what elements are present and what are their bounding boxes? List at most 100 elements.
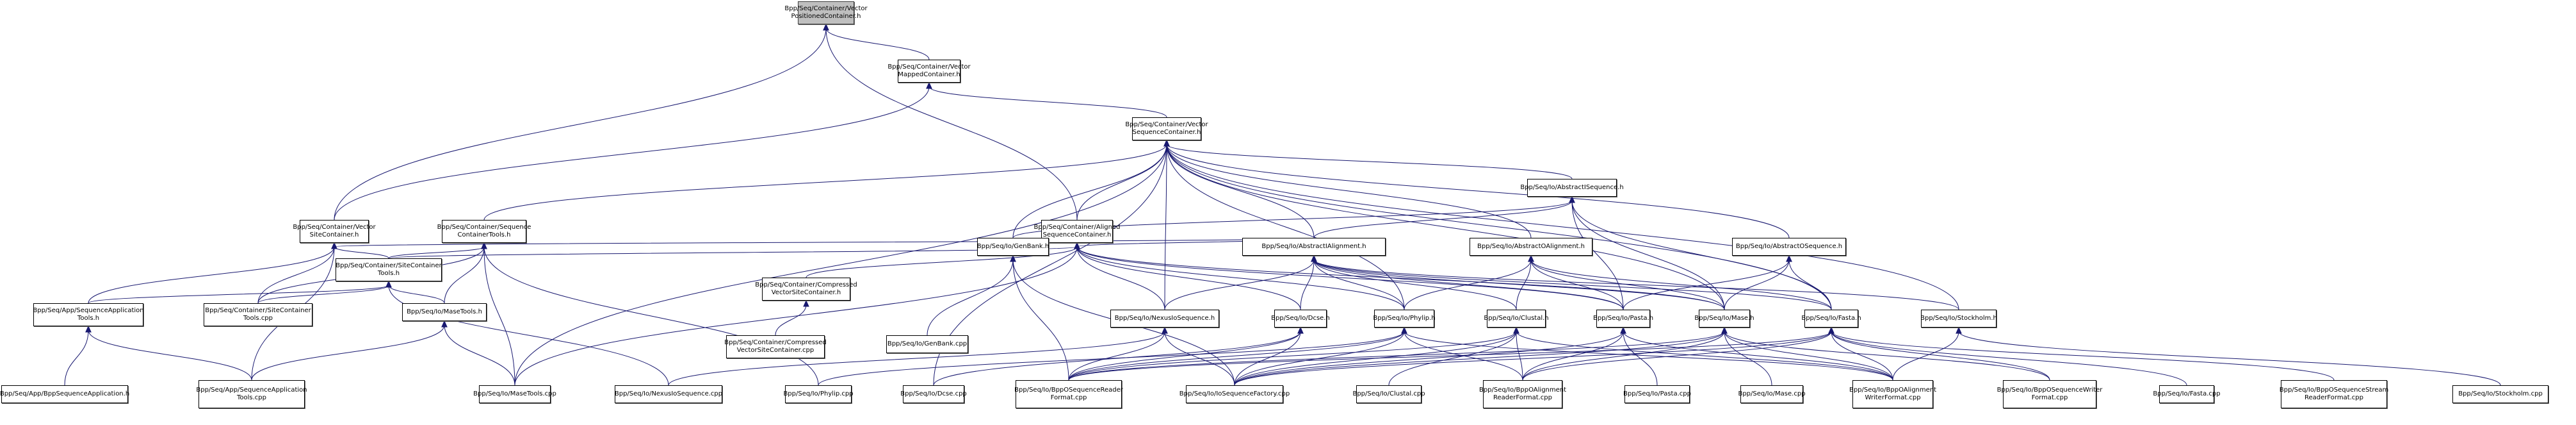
dependency-edge bbox=[1234, 331, 1725, 386]
dependency-edge bbox=[1831, 331, 2050, 381]
arrowhead-icon bbox=[1956, 326, 1962, 334]
dependency-edge bbox=[64, 329, 89, 386]
arrowhead-icon bbox=[1569, 196, 1575, 203]
arrowhead-icon bbox=[1828, 326, 1835, 334]
graph-node[interactable]: Bpp/Seq/Container/Vector SequenceContain… bbox=[1125, 117, 1208, 140]
dependency-edge bbox=[1068, 331, 1165, 381]
graph-node[interactable]: Bpp/Seq/Io/Stockholm.h bbox=[1920, 310, 1997, 328]
graph-node[interactable]: Bpp/Seq/Io/Phylip.h bbox=[1373, 310, 1436, 328]
graph-node[interactable]: Bpp/Seq/Io/GenBank.cpp bbox=[886, 335, 968, 353]
graph-node[interactable]: Bpp/Seq/Io/Fasta.h bbox=[1801, 310, 1861, 328]
graph-node[interactable]: Bpp/Seq/Container/Aligned SequenceContai… bbox=[1034, 220, 1120, 243]
dependency-edge bbox=[1530, 259, 1832, 310]
dependency-edge bbox=[88, 285, 389, 304]
graph-node[interactable]: Bpp/Seq/Io/MaseTools.h bbox=[402, 303, 487, 321]
graph-node[interactable]: Bpp/Seq/Container/SiteContainer Tools.cp… bbox=[204, 303, 312, 326]
dependency-edge bbox=[1522, 331, 1832, 381]
dependency-edge bbox=[1404, 331, 1893, 381]
graph-node[interactable]: Bpp/Seq/Io/Dcse.h bbox=[1271, 310, 1330, 328]
graph-node[interactable]: Bpp/Seq/Io/Mase.h bbox=[1694, 310, 1754, 328]
dependency-edge bbox=[334, 86, 930, 221]
graph-node[interactable]: Bpp/Seq/Io/Clustal.h bbox=[1484, 310, 1549, 328]
dependency-edge bbox=[483, 144, 1167, 221]
dependency-edge bbox=[1166, 144, 1532, 238]
graph-node[interactable]: Bpp/Seq/Io/GenBank.h bbox=[977, 238, 1049, 256]
graph-node[interactable]: Bpp/Seq/App/SequenceApplication Tools.cp… bbox=[196, 380, 307, 408]
graph-node[interactable]: Bpp/Seq/Io/AbstractOSequence.h bbox=[1732, 238, 1846, 256]
graph-node[interactable]: Bpp/Seq/Io/MaseTools.cpp bbox=[473, 385, 556, 403]
dependency-edge bbox=[1068, 331, 1725, 381]
dependency-edge bbox=[257, 285, 389, 304]
arrowhead-icon bbox=[331, 242, 337, 249]
dependency-edge bbox=[1724, 331, 2050, 381]
dependency-edge bbox=[806, 246, 1078, 278]
dependency-edge bbox=[1313, 259, 1832, 310]
graph-node[interactable]: Bpp/Seq/Io/AbstractOAlignment.h bbox=[1470, 238, 1592, 256]
dependency-edge bbox=[88, 246, 335, 304]
arrowhead-icon bbox=[1401, 326, 1407, 334]
graph-node[interactable]: Bpp/Seq/Io/Mase.cpp bbox=[1738, 385, 1806, 403]
dependency-edge bbox=[1623, 331, 1658, 386]
dependency-edge bbox=[1724, 331, 1893, 381]
graph-node[interactable]: Bpp/Seq/Io/Fasta.cpp bbox=[2153, 385, 2221, 403]
graph-node[interactable]: Bpp/Seq/Io/BppOAlignment WriterFormat.cp… bbox=[1849, 380, 1936, 408]
arrowhead-icon bbox=[85, 325, 92, 333]
dependency-edge bbox=[88, 329, 252, 381]
graph-node[interactable]: Bpp/Seq/Io/Clustal.cpp bbox=[1352, 385, 1425, 403]
graph-node[interactable]: Bpp/Seq/Container/SiteContainer Tools.h bbox=[336, 258, 442, 281]
dependency-edge bbox=[1234, 331, 1405, 386]
dependency-edge bbox=[1516, 331, 1893, 381]
dependency-edge bbox=[1831, 331, 2187, 386]
dependency-edge bbox=[1076, 144, 1167, 221]
dependency-edge bbox=[1166, 144, 1573, 179]
dependency-edge bbox=[1516, 259, 1532, 310]
graph-node[interactable]: Bpp/Seq/Container/Sequence ContainerTool… bbox=[437, 220, 531, 243]
graph-node[interactable]: Bpp/Seq/Io/NexusIoSequence.cpp bbox=[615, 385, 722, 403]
graph-node[interactable]: Bpp/Seq/Io/BppOSequenceStream ReaderForm… bbox=[2280, 380, 2388, 408]
graph-node[interactable]: Bpp/Seq/Io/AbstractISequence.h bbox=[1520, 179, 1624, 197]
graph-node[interactable]: Bpp/Seq/Container/Compressed VectorSiteC… bbox=[755, 278, 857, 301]
graph-node[interactable]: Bpp/Seq/Io/IoSequenceFactory.cpp bbox=[1179, 385, 1290, 403]
graph-node[interactable]: Bpp/Seq/Container/Vector MappedContainer… bbox=[887, 60, 971, 83]
dependency-edge bbox=[927, 259, 1014, 336]
dependency-edge bbox=[933, 144, 1167, 386]
root-node[interactable]: Bpp/Seq/Container/Vector PositionedConta… bbox=[784, 1, 868, 24]
arrowhead-icon bbox=[1162, 326, 1168, 334]
graph-node[interactable]: Bpp/Seq/App/BppSequenceApplication.h bbox=[0, 385, 129, 403]
graph-node[interactable]: Bpp/Seq/Io/AbstractIAlignment.h bbox=[1242, 238, 1386, 256]
graph-node[interactable]: Bpp/Seq/Io/Pasta.h bbox=[1593, 310, 1653, 328]
arrowhead-icon bbox=[1163, 139, 1170, 147]
arrowhead-icon bbox=[1786, 254, 1792, 262]
graph-node[interactable]: Bpp/Seq/Io/Stockholm.cpp bbox=[2452, 385, 2548, 403]
arrowhead-icon bbox=[803, 299, 809, 307]
dependency-edge bbox=[1831, 331, 2335, 381]
dependency-edge bbox=[388, 285, 669, 386]
graph-node[interactable]: Bpp/Seq/Container/Compressed VectorSiteC… bbox=[724, 335, 827, 358]
graph-node[interactable]: Bpp/Seq/Io/Dcse.cpp bbox=[900, 385, 967, 403]
dependency-edge bbox=[1313, 259, 1725, 310]
dependency-edge bbox=[257, 246, 335, 304]
graph-node[interactable]: Bpp/Seq/App/SequenceApplication Tools.h bbox=[33, 303, 144, 326]
dependency-edge bbox=[1623, 331, 1893, 381]
dependency-edge bbox=[1313, 259, 1405, 310]
dependency-edge bbox=[1164, 144, 1167, 310]
dependency-edge bbox=[444, 324, 515, 386]
dependency-edge bbox=[1068, 331, 1832, 381]
graph-node[interactable]: Bpp/Seq/Io/BppOAlignment ReaderFormat.cp… bbox=[1479, 380, 1566, 408]
dependency-edge bbox=[825, 28, 1078, 221]
graph-node[interactable]: Bpp/Seq/Io/NexusIoSequence.h bbox=[1110, 310, 1219, 328]
dependency-edge bbox=[1234, 331, 1301, 386]
graph-node[interactable]: Bpp/Seq/Container/Vector SiteContainer.h bbox=[293, 220, 376, 243]
dependency-edge bbox=[1404, 259, 1532, 310]
graph-node[interactable]: Bpp/Seq/Io/BppOSequenceReader Format.cpp bbox=[1014, 380, 1123, 408]
dependency-edge bbox=[1166, 144, 1315, 238]
dependency-edge bbox=[1068, 331, 1405, 381]
dependency-edge bbox=[1958, 331, 2501, 386]
dependency-edge bbox=[1522, 331, 1624, 381]
graph-node[interactable]: Bpp/Seq/Io/Pasta.cpp bbox=[1623, 385, 1691, 403]
graph-node[interactable]: Bpp/Seq/Io/Phylip.cpp bbox=[783, 385, 854, 403]
dependency-edge bbox=[1234, 331, 1832, 386]
dependency-edge bbox=[1571, 200, 1725, 310]
graph-node[interactable]: Bpp/Seq/Io/BppOSequenceWriter Format.cpp bbox=[1997, 380, 2102, 408]
dependency-edge bbox=[1831, 331, 1893, 381]
